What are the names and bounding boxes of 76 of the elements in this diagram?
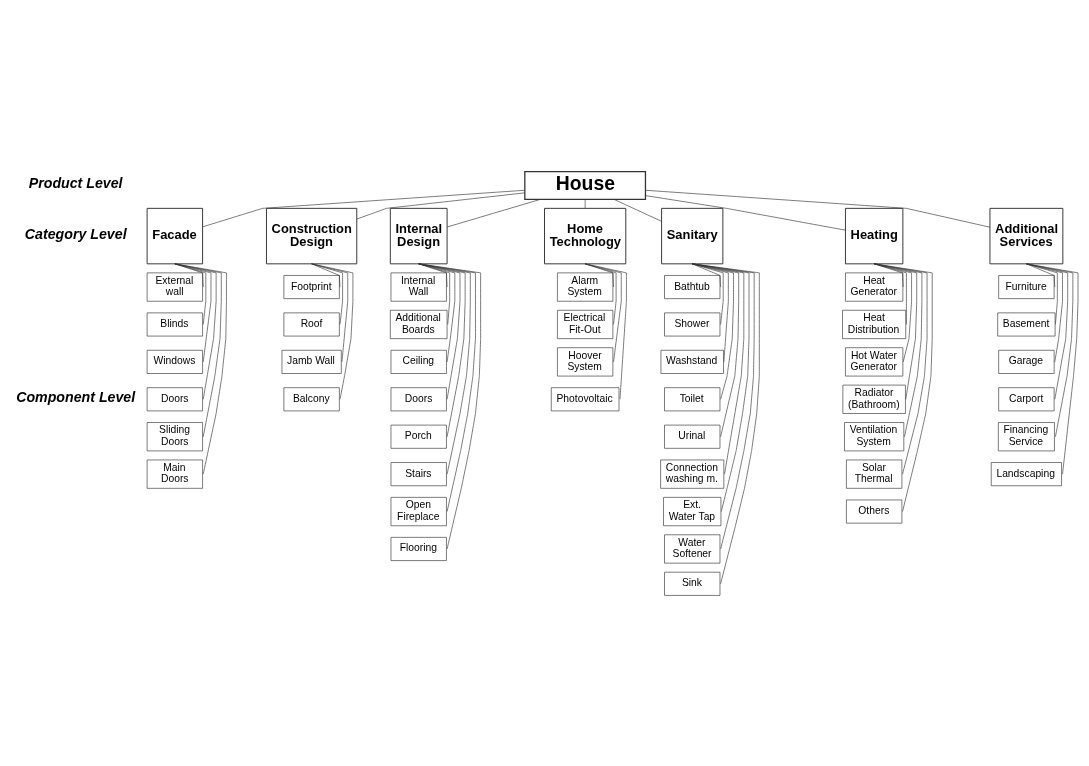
node-box: Sliding Doors [146,421,203,451]
connector [873,263,933,512]
node-box: Main Doors [146,459,203,489]
node-box: Hot Water Generator [845,346,904,376]
node-box: Hoover System [557,346,614,376]
node-box: Water Softener [664,533,721,563]
node-box: Doors [146,386,203,411]
node-box: Photovoltaic [550,386,620,411]
connector [174,263,227,474]
connector [1026,263,1063,362]
node-box: Doors [390,386,447,411]
node-box: Washstand [660,349,724,374]
connector [1026,263,1074,437]
node-box: Bathtub [664,274,721,299]
node-box: Alarm System [557,272,614,302]
connector [418,263,481,549]
connector [1026,263,1056,287]
node-box: Financing Service [998,421,1055,451]
connector [311,263,343,325]
node-box: Stairs [390,461,447,486]
node-box: Sanitary [661,207,724,264]
connector [691,263,760,584]
connector [446,198,541,227]
node-box: Roof [283,312,340,336]
connector [584,263,627,400]
node-box: Additional Services [989,207,1064,264]
node-box: Shower [664,312,721,336]
connector [356,192,526,219]
node-box: Garage [998,349,1055,374]
node-box: Solar Thermal [846,459,903,489]
connector [202,189,525,227]
node-box: Furniture [998,274,1055,299]
node-box: Connection washing m. [660,459,725,489]
connector [584,198,586,209]
node-box: Ventilation System [844,421,905,451]
node-box: Open Fireplace [390,496,447,526]
label: Component Level [16,388,136,405]
connector [1026,263,1079,474]
node-box: Internal Wall [390,272,447,302]
node-box: Jamb Wall [281,349,342,374]
node-box: Windows [146,349,203,374]
label: Category Level [24,225,127,242]
node-box: Construction Design [265,207,358,264]
node-box: Home Technology [544,207,627,264]
node-box: Radiator (Bathroom) [842,384,906,414]
connector [645,194,846,230]
node-box: Heat Distribution [842,309,907,339]
node-box: Additional Boards [390,309,448,339]
connector [311,263,349,362]
node-box: Flooring [390,536,447,561]
connector [311,263,354,400]
node-box: Footprint [283,274,340,299]
node-box: Landscaping [990,461,1062,486]
node-box: Electrical Fit-Out [557,309,614,339]
node-box: House [524,170,647,200]
node-box: Ceiling [390,349,447,374]
label: Product Level [28,174,123,191]
connector [311,263,341,287]
node-box: Urinal [664,424,721,449]
node-box: Sink [664,571,721,596]
node-box: External wall [146,272,203,302]
node-box: Carport [998,386,1055,411]
node-box: Others [846,499,903,523]
node-box: Basement [997,312,1056,336]
connector [645,189,991,228]
node-box: Facade [146,207,204,264]
node-box: Balcony [283,386,340,411]
node-box: Ext. Water Tap [663,496,722,526]
node-box: Blinds [146,312,203,336]
connector [1026,263,1058,325]
node-box: Internal Design [389,207,448,264]
node-box: Toilet [664,386,721,411]
node-box: Porch [390,424,447,449]
node-box: Heat Generator [845,272,904,302]
node-box: Heating [844,207,904,264]
connector [1026,263,1068,400]
